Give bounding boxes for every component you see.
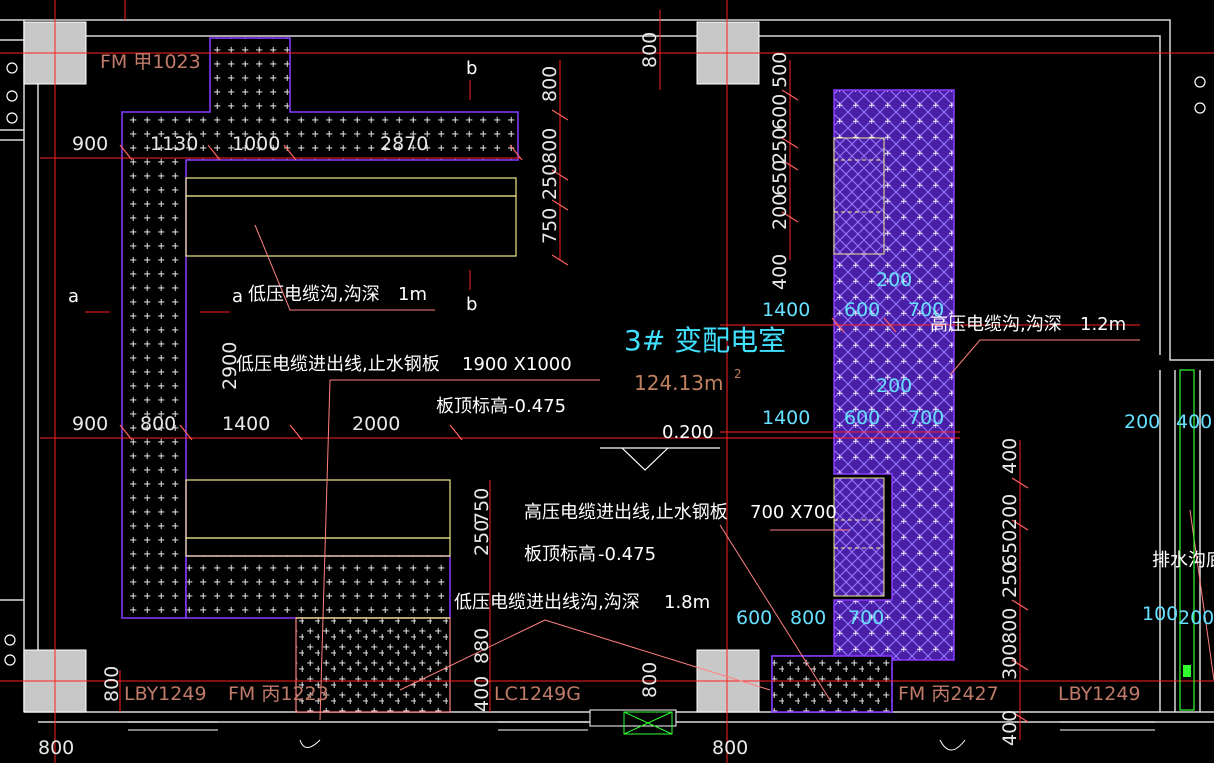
dim-300-e: 300 bbox=[999, 644, 1021, 680]
dim-1000: 1000 bbox=[232, 133, 280, 155]
note-lv-inlet: 低压电缆进出线,止水钢板 bbox=[236, 354, 440, 375]
note-lv-trench-depth: 1m bbox=[398, 284, 427, 305]
dim-2870: 2870 bbox=[380, 133, 428, 155]
dim-1400-hv-b: 1400 bbox=[762, 407, 810, 429]
dim-600-c: 600 bbox=[769, 94, 791, 130]
dim-750-r: 750 bbox=[539, 208, 561, 244]
note-hv-inlet-size: 700 X700 bbox=[750, 502, 837, 523]
dim-400-c: 400 bbox=[769, 254, 791, 290]
section-mark-b1: b bbox=[466, 58, 477, 79]
dim-1130: 1130 bbox=[150, 133, 198, 155]
label-lby-left: LBY1249 bbox=[124, 683, 207, 705]
dim-1400-hv-a: 1400 bbox=[762, 299, 810, 321]
dim-400-right: 400 bbox=[1176, 411, 1212, 433]
dim-250-c: 250 bbox=[769, 128, 791, 164]
dim-200-right-b: 200 bbox=[1178, 607, 1214, 629]
dim-800-r-b: 800 bbox=[539, 128, 561, 164]
label-lc: LC1249G bbox=[494, 683, 581, 705]
note-hv-inlet: 高压电缆进出线,止水钢板 bbox=[524, 502, 728, 523]
note-hv-trench: 高压电缆沟,沟深 bbox=[930, 314, 1062, 335]
note-lv-outlet-trench: 低压电缆进出线沟,沟深 bbox=[454, 592, 640, 613]
dim-800-bottom-left: 800 bbox=[38, 737, 74, 759]
dim-100-right: 100 bbox=[1142, 603, 1178, 625]
dim-250-e: 250 bbox=[999, 562, 1021, 598]
dim-650-e: 650 bbox=[999, 530, 1021, 566]
dim-200-hv-a: 200 bbox=[876, 269, 912, 291]
floor-elevation: 0.200 bbox=[662, 422, 714, 443]
note-drain: 排水沟底标 bbox=[1152, 550, 1214, 571]
dim-250-r: 250 bbox=[539, 164, 561, 200]
dim-400-e-b: 400 bbox=[999, 710, 1021, 746]
note-lv-inlet-elev: -0.475 bbox=[508, 396, 566, 417]
section-lines bbox=[85, 80, 471, 313]
dim-700-bottom: 700 bbox=[848, 607, 884, 629]
dim-700-hv-a: 700 bbox=[908, 299, 944, 321]
dim-400-h: 400 bbox=[471, 676, 493, 712]
dim-600-hv-a: 600 bbox=[844, 299, 880, 321]
label-fm-bottom-left: FM 丙1223 bbox=[228, 683, 329, 705]
dim-800-e: 800 bbox=[999, 608, 1021, 644]
dim-600-hv-b: 600 bbox=[844, 407, 880, 429]
dim-750-h: 750 bbox=[471, 488, 493, 524]
bottom-openings bbox=[128, 709, 1155, 751]
dim-800-mid: 800 bbox=[140, 413, 176, 435]
note-lv-inlet-elev-label: 板顶标高 bbox=[436, 396, 508, 417]
room-area: 124.13m bbox=[634, 371, 723, 395]
note-lv-inlet-size: 1900 X1000 bbox=[462, 354, 572, 375]
dim-400-e: 400 bbox=[999, 438, 1021, 474]
dim-800-left-v: 800 bbox=[101, 666, 123, 702]
high-voltage-trench bbox=[771, 89, 955, 713]
dim-700-hv-b: 700 bbox=[908, 407, 944, 429]
section-mark-a1: a bbox=[68, 286, 79, 307]
dim-1400-mid: 1400 bbox=[222, 413, 270, 435]
leader-lines bbox=[254, 224, 1214, 721]
dim-800-top: 800 bbox=[639, 32, 661, 68]
drain-strip bbox=[1179, 369, 1195, 711]
note-hv-inlet-elev: -0.475 bbox=[598, 544, 656, 565]
room-name: 3# 变配电室 bbox=[624, 324, 786, 357]
dim-800-bottom: 800 bbox=[790, 607, 826, 629]
section-mark-a2: a bbox=[232, 286, 243, 307]
dim-800-bottom-mid: 800 bbox=[712, 737, 748, 759]
dim-900-mid: 900 bbox=[72, 413, 108, 435]
dim-2000: 2000 bbox=[352, 413, 400, 435]
note-hv-inlet-elev-label: 板顶标高 bbox=[524, 544, 596, 565]
trench-covers bbox=[185, 177, 517, 619]
dim-880-h: 880 bbox=[471, 628, 493, 664]
dimension-ticks bbox=[119, 89, 1029, 723]
dim-200-hv-b: 200 bbox=[876, 375, 912, 397]
dim-200-right: 200 bbox=[1124, 411, 1160, 433]
note-lv-trench: 低压电缆沟,沟深 bbox=[248, 284, 380, 305]
dim-200-e: 200 bbox=[999, 494, 1021, 530]
note-lv-outlet-trench-depth: 1.8m bbox=[664, 592, 710, 613]
dim-600-bottom: 600 bbox=[736, 607, 772, 629]
label-fm-bottom-right: FM 丙2427 bbox=[898, 683, 999, 705]
dim-500-c: 500 bbox=[769, 52, 791, 88]
note-hv-trench-depth: 1.2m bbox=[1080, 314, 1126, 335]
dim-800-r-a: 800 bbox=[539, 66, 561, 102]
dim-2900: 2900 bbox=[219, 342, 241, 390]
section-mark-b2: b bbox=[466, 294, 477, 315]
drawing-text: 3# 变配电室 124.13m 2 0.200 低压电缆沟,沟深 1m 低压电缆… bbox=[38, 32, 1214, 759]
dim-200-c: 200 bbox=[769, 194, 791, 230]
label-fm-top: FM 甲1023 bbox=[100, 51, 201, 73]
room-area-superscript: 2 bbox=[734, 367, 742, 381]
low-voltage-trench bbox=[121, 37, 519, 713]
dim-900-top: 900 bbox=[72, 133, 108, 155]
label-lby-right: LBY1249 bbox=[1058, 683, 1141, 705]
left-edge-symbols bbox=[4, 62, 1206, 666]
dim-650-c: 650 bbox=[769, 160, 791, 196]
dim-250-h: 250 bbox=[471, 520, 493, 556]
dim-800-mid-v: 800 bbox=[639, 662, 661, 698]
elevation-symbol bbox=[600, 447, 720, 471]
